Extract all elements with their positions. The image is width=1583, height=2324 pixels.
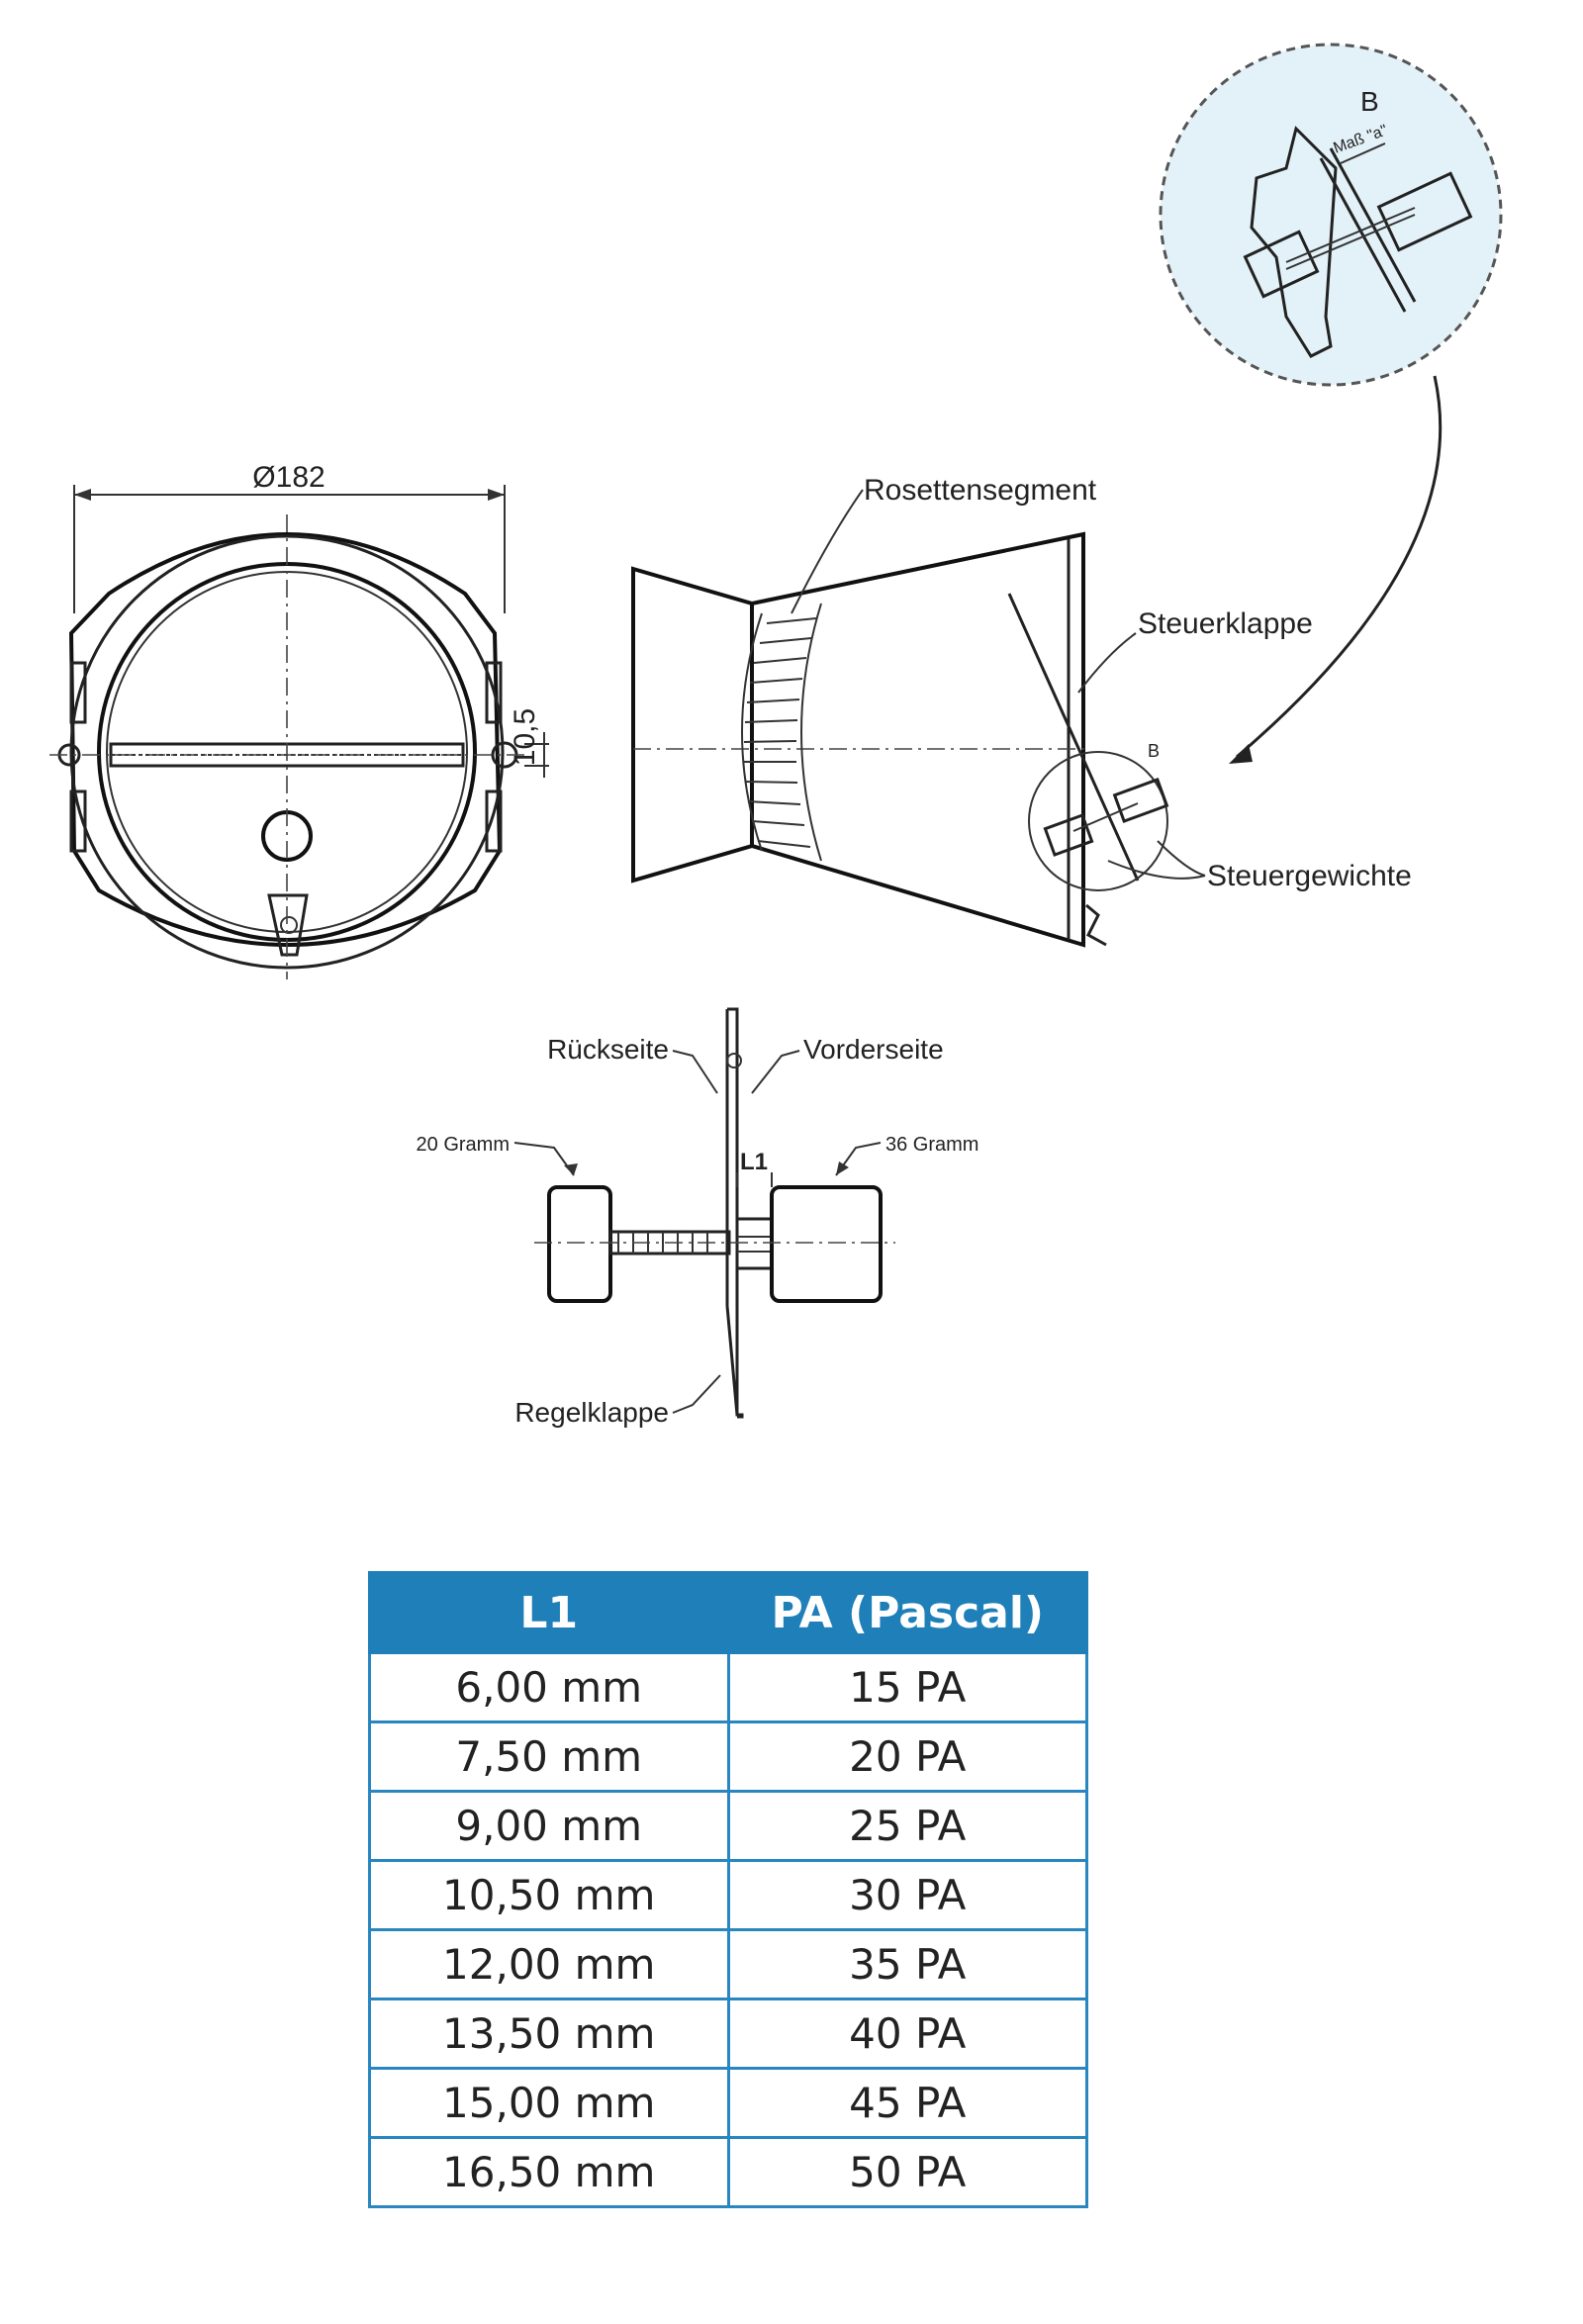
flap-label: Steuerklappe xyxy=(1138,607,1313,640)
height-label: 10,5 xyxy=(509,708,541,766)
plate-label: Regelklappe xyxy=(514,1397,669,1428)
cell-pa: 25 PA xyxy=(726,1790,1088,1862)
table-row: 9,00 mm 25 PA xyxy=(368,1790,1088,1862)
side-view: Rosettensegment Steuerklappe B Steuergew… xyxy=(631,474,1412,948)
table-row: 16,50 mm 50 PA xyxy=(368,2136,1088,2208)
header-pa: PA (Pascal) xyxy=(726,1571,1088,1654)
l1-label: L1 xyxy=(740,1149,768,1175)
side-cone xyxy=(631,566,754,883)
detail-b: B Maß "a" xyxy=(1159,43,1503,764)
header-l1: L1 xyxy=(368,1571,730,1654)
cell-pa: 50 PA xyxy=(726,2136,1088,2208)
left-weight xyxy=(547,1185,612,1303)
cell-l1: 13,50 mm xyxy=(368,1998,730,2070)
pressure-table: L1 PA (Pascal) 6,00 mm 15 PA 7,50 mm 20 … xyxy=(368,1571,1088,2208)
right-weight-label: 36 Gramm xyxy=(885,1134,978,1156)
table-row: 7,50 mm 20 PA xyxy=(368,1720,1088,1793)
cell-l1: 10,50 mm xyxy=(368,1859,730,1931)
cell-pa: 20 PA xyxy=(726,1720,1088,1793)
cell-pa: 35 PA xyxy=(726,1928,1088,2000)
cell-l1: 9,00 mm xyxy=(368,1790,730,1862)
table-row: 15,00 mm 45 PA xyxy=(368,2067,1088,2139)
cell-pa: 15 PA xyxy=(726,1651,1088,1723)
outer-ring xyxy=(69,534,505,970)
cell-l1: 6,00 mm xyxy=(368,1651,730,1723)
table-row: 6,00 mm 15 PA xyxy=(368,1651,1088,1723)
regulating-plate xyxy=(727,1007,744,1419)
diameter-label: Ø182 xyxy=(252,461,325,494)
table-header-row: L1 PA (Pascal) xyxy=(368,1571,1088,1654)
cell-pa: 40 PA xyxy=(726,1998,1088,2070)
right-weight xyxy=(770,1185,883,1303)
weight-detail: L1 20 Gramm 36 Gramm Rückseite Vordersei… xyxy=(417,1007,978,1428)
back-label: Rückseite xyxy=(547,1034,669,1065)
side-body xyxy=(751,531,1085,948)
table-row: 13,50 mm 40 PA xyxy=(368,1998,1088,2070)
detail-b-title: B xyxy=(1360,86,1379,117)
weights-label: Steuergewichte xyxy=(1207,860,1412,892)
detail-b-marker: B xyxy=(1148,741,1160,761)
cell-l1: 15,00 mm xyxy=(368,2067,730,2139)
table-row: 12,00 mm 35 PA xyxy=(368,1928,1088,2000)
detail-b-circle xyxy=(1159,43,1503,387)
cell-l1: 7,50 mm xyxy=(368,1720,730,1793)
cell-l1: 16,50 mm xyxy=(368,2136,730,2208)
control-flap-line xyxy=(1007,593,1140,882)
cell-pa: 30 PA xyxy=(726,1859,1088,1931)
housing-outline xyxy=(68,532,503,947)
technical-drawing: Ø182 10,5 xyxy=(49,43,1503,1428)
front-label: Vorderseite xyxy=(803,1034,944,1065)
front-view: Ø182 10,5 xyxy=(49,461,549,979)
rosette-label: Rosettensegment xyxy=(864,474,1097,507)
cell-l1: 12,00 mm xyxy=(368,1928,730,2000)
left-weight-label: 20 Gramm xyxy=(417,1134,510,1156)
table-row: 10,50 mm 30 PA xyxy=(368,1859,1088,1931)
cell-pa: 45 PA xyxy=(726,2067,1088,2139)
detail-b-indicator xyxy=(1028,751,1168,891)
rosette-fins xyxy=(741,603,822,862)
